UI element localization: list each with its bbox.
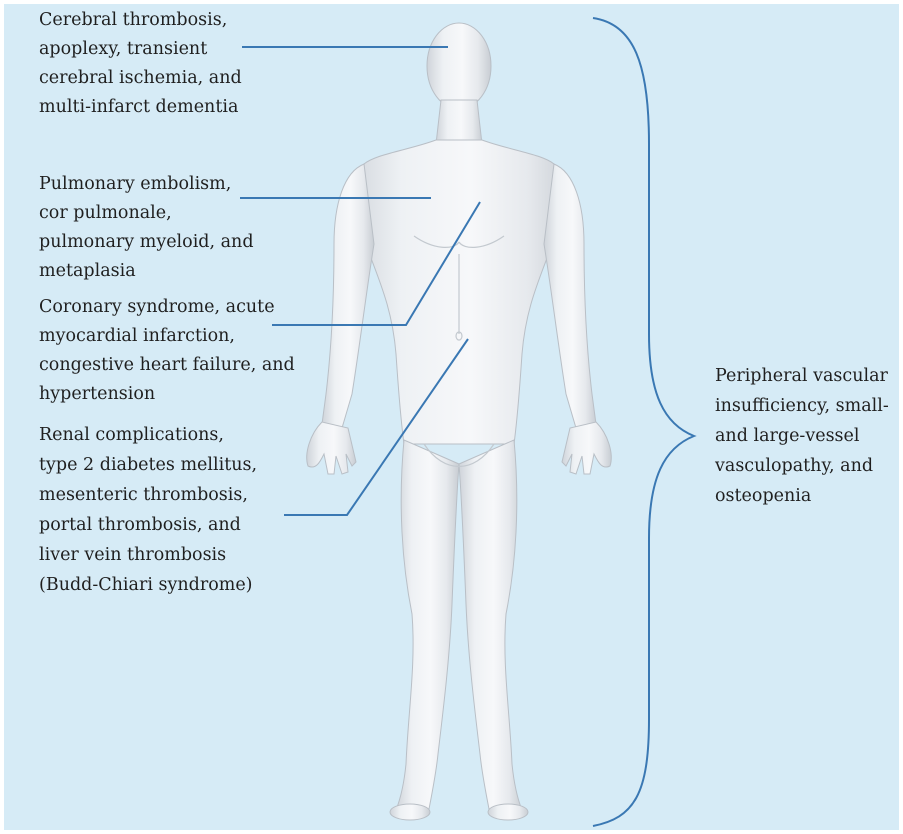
label-line: cor pulmonale,: [39, 199, 254, 228]
curly-brace: [593, 18, 694, 826]
label-renal: Renal complications, type 2 diabetes mel…: [39, 420, 257, 600]
label-peripheral: Peripheral vascular insufficiency, small…: [715, 361, 889, 511]
label-line: Cerebral thrombosis,: [39, 6, 242, 35]
label-coronary: Coronary syndrome, acute myocardial infa…: [39, 293, 295, 409]
label-line: vasculopathy, and: [715, 451, 889, 481]
label-line: and large-vessel: [715, 421, 889, 451]
label-line: cerebral ischemia, and: [39, 64, 242, 93]
label-line: multi-infarct dementia: [39, 93, 242, 122]
label-line: Renal complications,: [39, 420, 257, 450]
label-line: metaplasia: [39, 257, 254, 286]
label-line: Coronary syndrome, acute: [39, 293, 295, 322]
label-line: pulmonary myeloid, and: [39, 228, 254, 257]
label-line: osteopenia: [715, 481, 889, 511]
label-pulmonary: Pulmonary embolism, cor pulmonale, pulmo…: [39, 170, 254, 286]
diagram-panel: Cerebral thrombosis, apoplexy, transient…: [4, 4, 899, 830]
label-line: liver vein thrombosis: [39, 540, 257, 570]
label-line: hypertension: [39, 380, 295, 409]
label-line: portal thrombosis, and: [39, 510, 257, 540]
label-line: Peripheral vascular: [715, 361, 889, 391]
label-line: (Budd-Chiari syndrome): [39, 570, 257, 600]
human-body-icon: [307, 23, 611, 820]
label-line: congestive heart failure, and: [39, 351, 295, 380]
label-line: apoplexy, transient: [39, 35, 242, 64]
label-line: mesenteric thrombosis,: [39, 480, 257, 510]
label-line: Pulmonary embolism,: [39, 170, 254, 199]
label-line: insufficiency, small-: [715, 391, 889, 421]
label-cerebral: Cerebral thrombosis, apoplexy, transient…: [39, 6, 242, 122]
label-line: type 2 diabetes mellitus,: [39, 450, 257, 480]
label-line: myocardial infarction,: [39, 322, 295, 351]
